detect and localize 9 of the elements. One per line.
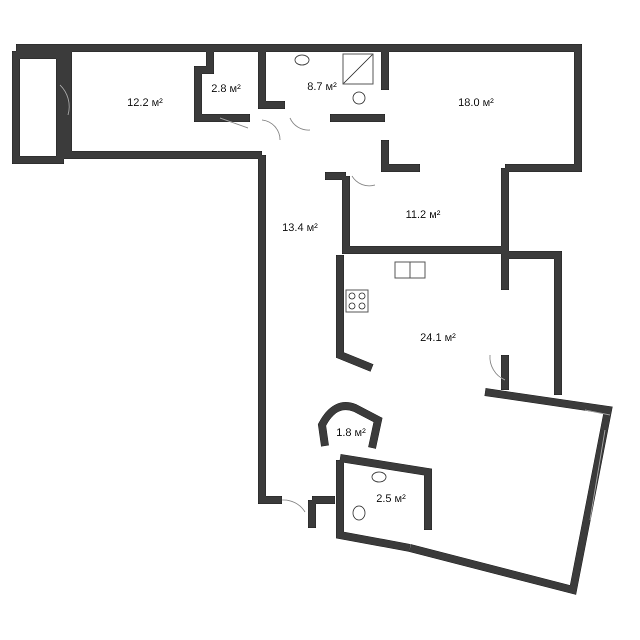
area-label: 12.2 м² [127, 97, 163, 109]
area-label: 8.7 м² [307, 81, 337, 93]
area-label: 2.5 м² [376, 493, 406, 505]
area-label: 11.2 м² [406, 209, 440, 221]
area-label: 1.8 м² [336, 427, 366, 439]
area-label: 13.4 м² [282, 222, 318, 234]
area-label: 18.0 м² [458, 97, 494, 109]
area-label: 24.1 м² [420, 332, 456, 344]
area-label: 2.8 м² [211, 83, 241, 95]
